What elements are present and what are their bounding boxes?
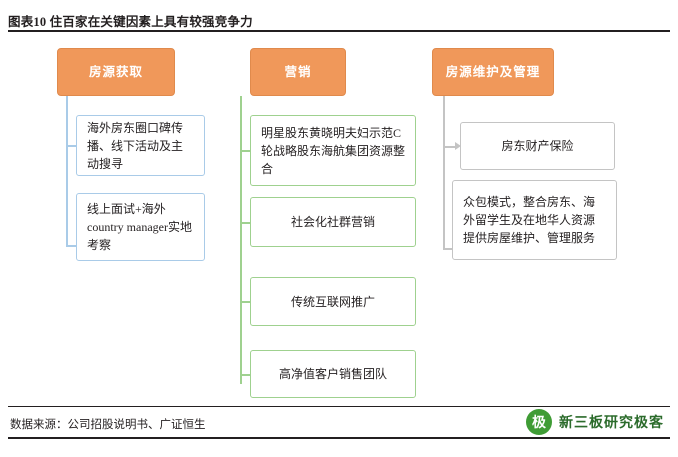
node-col2-item4: 高净值客户销售团队 — [250, 350, 416, 398]
diagram-canvas: 房源获取 海外房东圈口碑传播、线下活动及主动搜寻 线上面试+海外country … — [0, 34, 678, 404]
column-header-label: 房源获取 — [88, 64, 143, 79]
arrow-col3-item1-icon — [455, 142, 461, 150]
figure-title-bar: 图表10 住百家在关键因素上具有较强竞争力 — [8, 8, 670, 32]
connector-branch-col2-item2 — [240, 222, 250, 224]
column-header-label: 营销 — [284, 64, 312, 79]
column-header-marketing: 营销 — [250, 48, 346, 96]
column-header-label: 房源维护及管理 — [445, 64, 541, 79]
connector-branch-col2-item1 — [240, 150, 250, 152]
node-col1-item1-label: 海外房东圈口碑传播、线下活动及主动搜寻 — [87, 120, 184, 171]
connector-branch-col2-item3 — [240, 301, 250, 303]
connector-spine-col3 — [443, 96, 445, 249]
watermark-label: 新三板研究极客 — [559, 416, 664, 431]
title-divider — [8, 30, 670, 32]
column-header-maintenance: 房源维护及管理 — [432, 48, 554, 96]
node-col2-item3-label: 传统互联网推广 — [290, 294, 375, 309]
node-col2-item2: 社会化社群营销 — [250, 197, 416, 247]
node-col2-item1-label: 明星股东黄晓明夫妇示范C轮战略股东海航集团资源整合 — [261, 125, 406, 176]
node-col2-item4-label: 高净值客户销售团队 — [278, 367, 387, 381]
footer-divider-top — [8, 406, 670, 407]
footer-divider-bottom — [8, 437, 670, 439]
node-col1-item2-label: 线上面试+海外country manager实地考察 — [87, 202, 192, 252]
watermark: 极 新三板研究极客 — [526, 409, 664, 435]
connector-spine-col2 — [240, 96, 242, 384]
source-note: 数据来源：公司招股说明书、广证恒生 — [10, 419, 206, 431]
connector-branch-col1-item1 — [66, 145, 76, 147]
watermark-logo-icon: 极 — [526, 409, 552, 435]
connector-branch-col3-item2 — [443, 248, 455, 250]
node-col2-item1: 明星股东黄晓明夫妇示范C轮战略股东海航集团资源整合 — [250, 115, 416, 186]
node-col3-item2-label: 众包模式，整合房东、海外留学生及在地华人资源提供房屋维护、管理服务 — [463, 195, 596, 245]
node-col2-item3: 传统互联网推广 — [250, 277, 416, 326]
node-col2-item2-label: 社会化社群营销 — [290, 215, 375, 229]
node-col3-item1-label: 房东财产保险 — [501, 139, 574, 153]
node-col1-item2: 线上面试+海外country manager实地考察 — [76, 193, 205, 261]
connector-spine-col1 — [66, 96, 68, 246]
node-col3-item2: 众包模式，整合房东、海外留学生及在地华人资源提供房屋维护、管理服务 — [452, 180, 617, 260]
connector-branch-col2-item4 — [240, 374, 250, 376]
connector-branch-col3-item1 — [443, 146, 455, 148]
node-col3-item1: 房东财产保险 — [460, 122, 615, 170]
node-col1-item1: 海外房东圈口碑传播、线下活动及主动搜寻 — [76, 115, 205, 176]
connector-branch-col1-item2 — [66, 245, 76, 247]
column-header-housing-acquisition: 房源获取 — [57, 48, 175, 96]
page-title: 图表10 住百家在关键因素上具有较强竞争力 — [8, 14, 253, 29]
